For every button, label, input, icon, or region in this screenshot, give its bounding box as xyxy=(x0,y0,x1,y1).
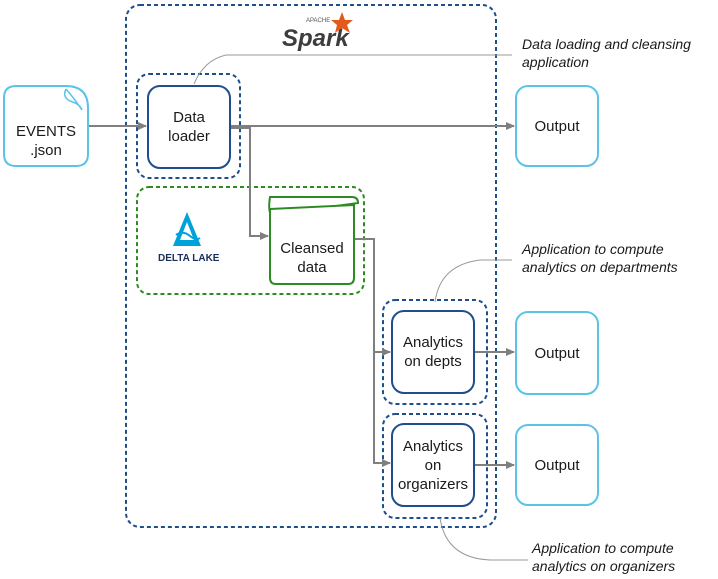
annotation-loading: Data loading and cleansing application xyxy=(522,36,691,70)
callout-line-organizers xyxy=(439,517,528,561)
annotation-departments: Application to compute analytics on depa… xyxy=(521,241,678,275)
annotation-loading-line2: application xyxy=(522,54,589,70)
file-icon xyxy=(63,88,83,111)
arrow-loader-to-cleansed xyxy=(231,127,269,240)
delta-lake-text: DELTA LAKE xyxy=(158,253,220,264)
analytics-depts-node: Analytics on depts xyxy=(391,310,475,394)
analytics-depts-label-line2: on depts xyxy=(404,353,462,370)
spark-star-icon xyxy=(331,12,353,33)
delta-lake-icon xyxy=(173,212,201,246)
output-3-label: Output xyxy=(534,457,580,474)
events-json-node: EVENTS .json xyxy=(3,85,89,167)
delta-lake-logo: DELTA LAKE xyxy=(158,212,220,264)
annotation-organizers-line1: Application to compute xyxy=(531,540,674,556)
analytics-orgs-label-line2: on xyxy=(425,457,442,474)
arrow-cleansed-to-depts xyxy=(355,238,391,356)
arrow-cleansed-to-orgs xyxy=(373,352,391,467)
spark-logo-small-text: APACHE xyxy=(306,18,330,24)
annotation-departments-line1: Application to compute xyxy=(521,241,664,257)
annotation-organizers: Application to compute analytics on orga… xyxy=(531,540,675,574)
callout-line-loading xyxy=(193,54,512,85)
data-loader-label-line1: Data xyxy=(173,109,205,126)
output-2-label: Output xyxy=(534,345,580,362)
events-file-shape xyxy=(3,85,89,167)
data-loader-label-line2: loader xyxy=(168,128,210,145)
output-1-node: Output xyxy=(515,85,599,167)
annotation-organizers-line2: analytics on organizers xyxy=(532,558,675,574)
callout-lines xyxy=(193,54,528,561)
annotation-loading-line1: Data loading and cleansing xyxy=(522,36,691,52)
analytics-orgs-label-line3: organizers xyxy=(398,476,468,493)
arrows xyxy=(89,122,515,469)
events-label-line2: .json xyxy=(30,142,62,159)
spark-logo: APACHE Spark xyxy=(282,12,353,52)
callout-line-departments xyxy=(434,259,512,303)
data-loader-node: Data loader xyxy=(147,85,231,169)
analytics-depts-label-line1: Analytics xyxy=(403,334,463,351)
output-2-node: Output xyxy=(515,311,599,395)
output-1-label: Output xyxy=(534,118,580,135)
events-label-line1: EVENTS xyxy=(16,123,76,140)
cleansed-data-node: Cleansed data xyxy=(268,196,360,285)
analytics-orgs-label-line1: Analytics xyxy=(403,438,463,455)
cleansed-label-line2: data xyxy=(297,259,327,276)
analytics-orgs-node: Analytics on organizers xyxy=(391,423,475,507)
spark-container xyxy=(125,4,497,528)
cleansed-label-line1: Cleansed xyxy=(280,240,343,257)
annotation-departments-line2: analytics on departments xyxy=(522,259,678,275)
output-3-node: Output xyxy=(515,424,599,506)
